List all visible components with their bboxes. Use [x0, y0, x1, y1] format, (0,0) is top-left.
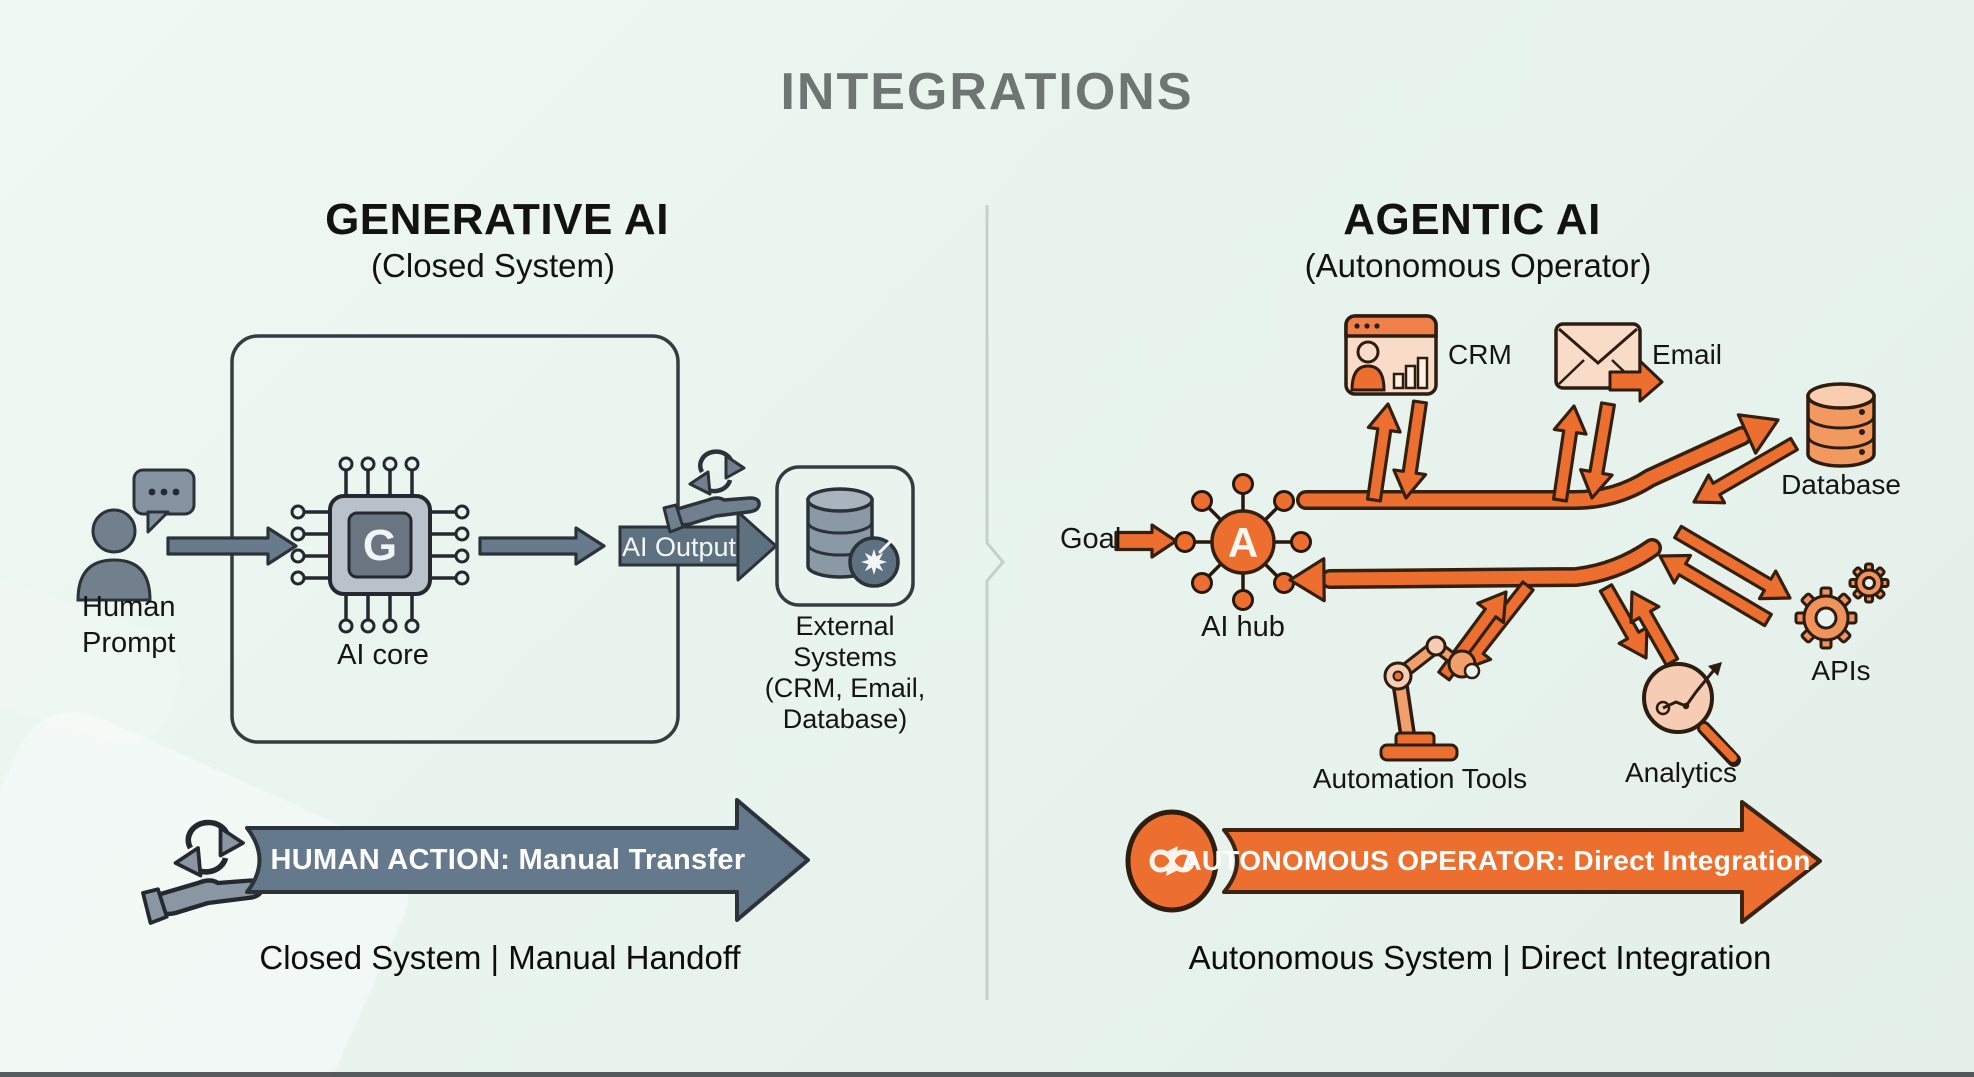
panel-divider — [985, 205, 1005, 1000]
database-return-arrow — [1692, 436, 1799, 505]
goal-arrow — [1114, 523, 1178, 559]
right-subheading: (Autonomous Operator) — [1304, 247, 1652, 284]
human-action-banner-arrow — [245, 798, 810, 922]
external-systems-label-line2: Systems — [793, 642, 897, 672]
right-heading: AGENTIC AI — [1343, 195, 1601, 244]
left-caption: Closed System | Manual Handoff — [259, 939, 741, 976]
external-systems-label-line3: (CRM, Email, — [764, 673, 926, 703]
right-caption: Autonomous System | Direct Integration — [1188, 939, 1772, 976]
ai-core-label: AI core — [337, 639, 429, 671]
email-up-arrow — [1551, 404, 1588, 503]
database-icon — [806, 487, 874, 579]
human-prompt-label-line2: Prompt — [82, 627, 176, 659]
analytics-up-arrow — [1629, 590, 1680, 667]
ai-hub-label: AI hub — [1201, 611, 1285, 643]
database-cylinder-icon — [1806, 382, 1876, 468]
person-icon — [76, 508, 152, 602]
ai-core-letter: G — [363, 521, 397, 570]
speech-bubble-icon — [132, 468, 196, 534]
left-heading: GENERATIVE AI — [325, 195, 669, 244]
ai-output-label: AI Output — [622, 532, 737, 562]
hub-letter: A — [1228, 519, 1258, 566]
robot-arm-icon — [1379, 635, 1481, 762]
left-subheading: (Closed System) — [371, 247, 615, 284]
hand-transfer-icon — [143, 823, 262, 923]
ai-output-tag: AI Output — [618, 510, 778, 582]
crm-window-icon — [1344, 314, 1438, 396]
crm-down-arrow — [1392, 399, 1429, 500]
human-action-banner-label: HUMAN ACTION: Manual Transfer — [270, 844, 746, 876]
infinity-loop-icon — [1125, 809, 1219, 913]
external-systems-label-line1: External — [795, 611, 895, 641]
prompt-to-core-arrow — [166, 526, 298, 566]
apis-out-arrow — [1673, 524, 1792, 601]
gears-icon — [1794, 562, 1890, 650]
apis-return-arrow — [1658, 553, 1773, 628]
autonomous-operator-banner-label: AUTONOMOUS OPERATOR: Direct Integration — [1181, 845, 1811, 876]
ai-core-chip-icon: G — [290, 456, 470, 634]
bottom-edge-strip — [0, 1072, 1974, 1077]
page-title: INTEGRATIONS — [780, 63, 1194, 121]
analytics-label: Analytics — [1624, 757, 1738, 788]
email-label: Email — [1652, 339, 1723, 370]
automation-tools-label: Automation Tools — [1312, 763, 1528, 794]
external-systems-label-line4: Database) — [782, 704, 908, 734]
human-prompt-label-line1: Human — [82, 591, 176, 623]
hub-icon: A — [1174, 473, 1312, 611]
apis-label: APIs — [1811, 655, 1871, 686]
analytics-down-arrow — [1598, 583, 1649, 660]
crm-up-arrow — [1365, 402, 1402, 503]
email-down-arrow — [1578, 401, 1617, 500]
database-label: Database — [1781, 469, 1901, 500]
external-systems-box — [775, 465, 915, 607]
magnifier-analytics-icon — [1642, 662, 1741, 767]
core-to-output-arrow — [478, 526, 606, 566]
autonomous-operator-banner-arrow — [1222, 800, 1822, 924]
burst-badge-icon — [848, 536, 900, 588]
email-envelope-icon — [1554, 322, 1664, 403]
goal-label: Goal — [1060, 523, 1122, 555]
crm-label: CRM — [1448, 339, 1512, 370]
